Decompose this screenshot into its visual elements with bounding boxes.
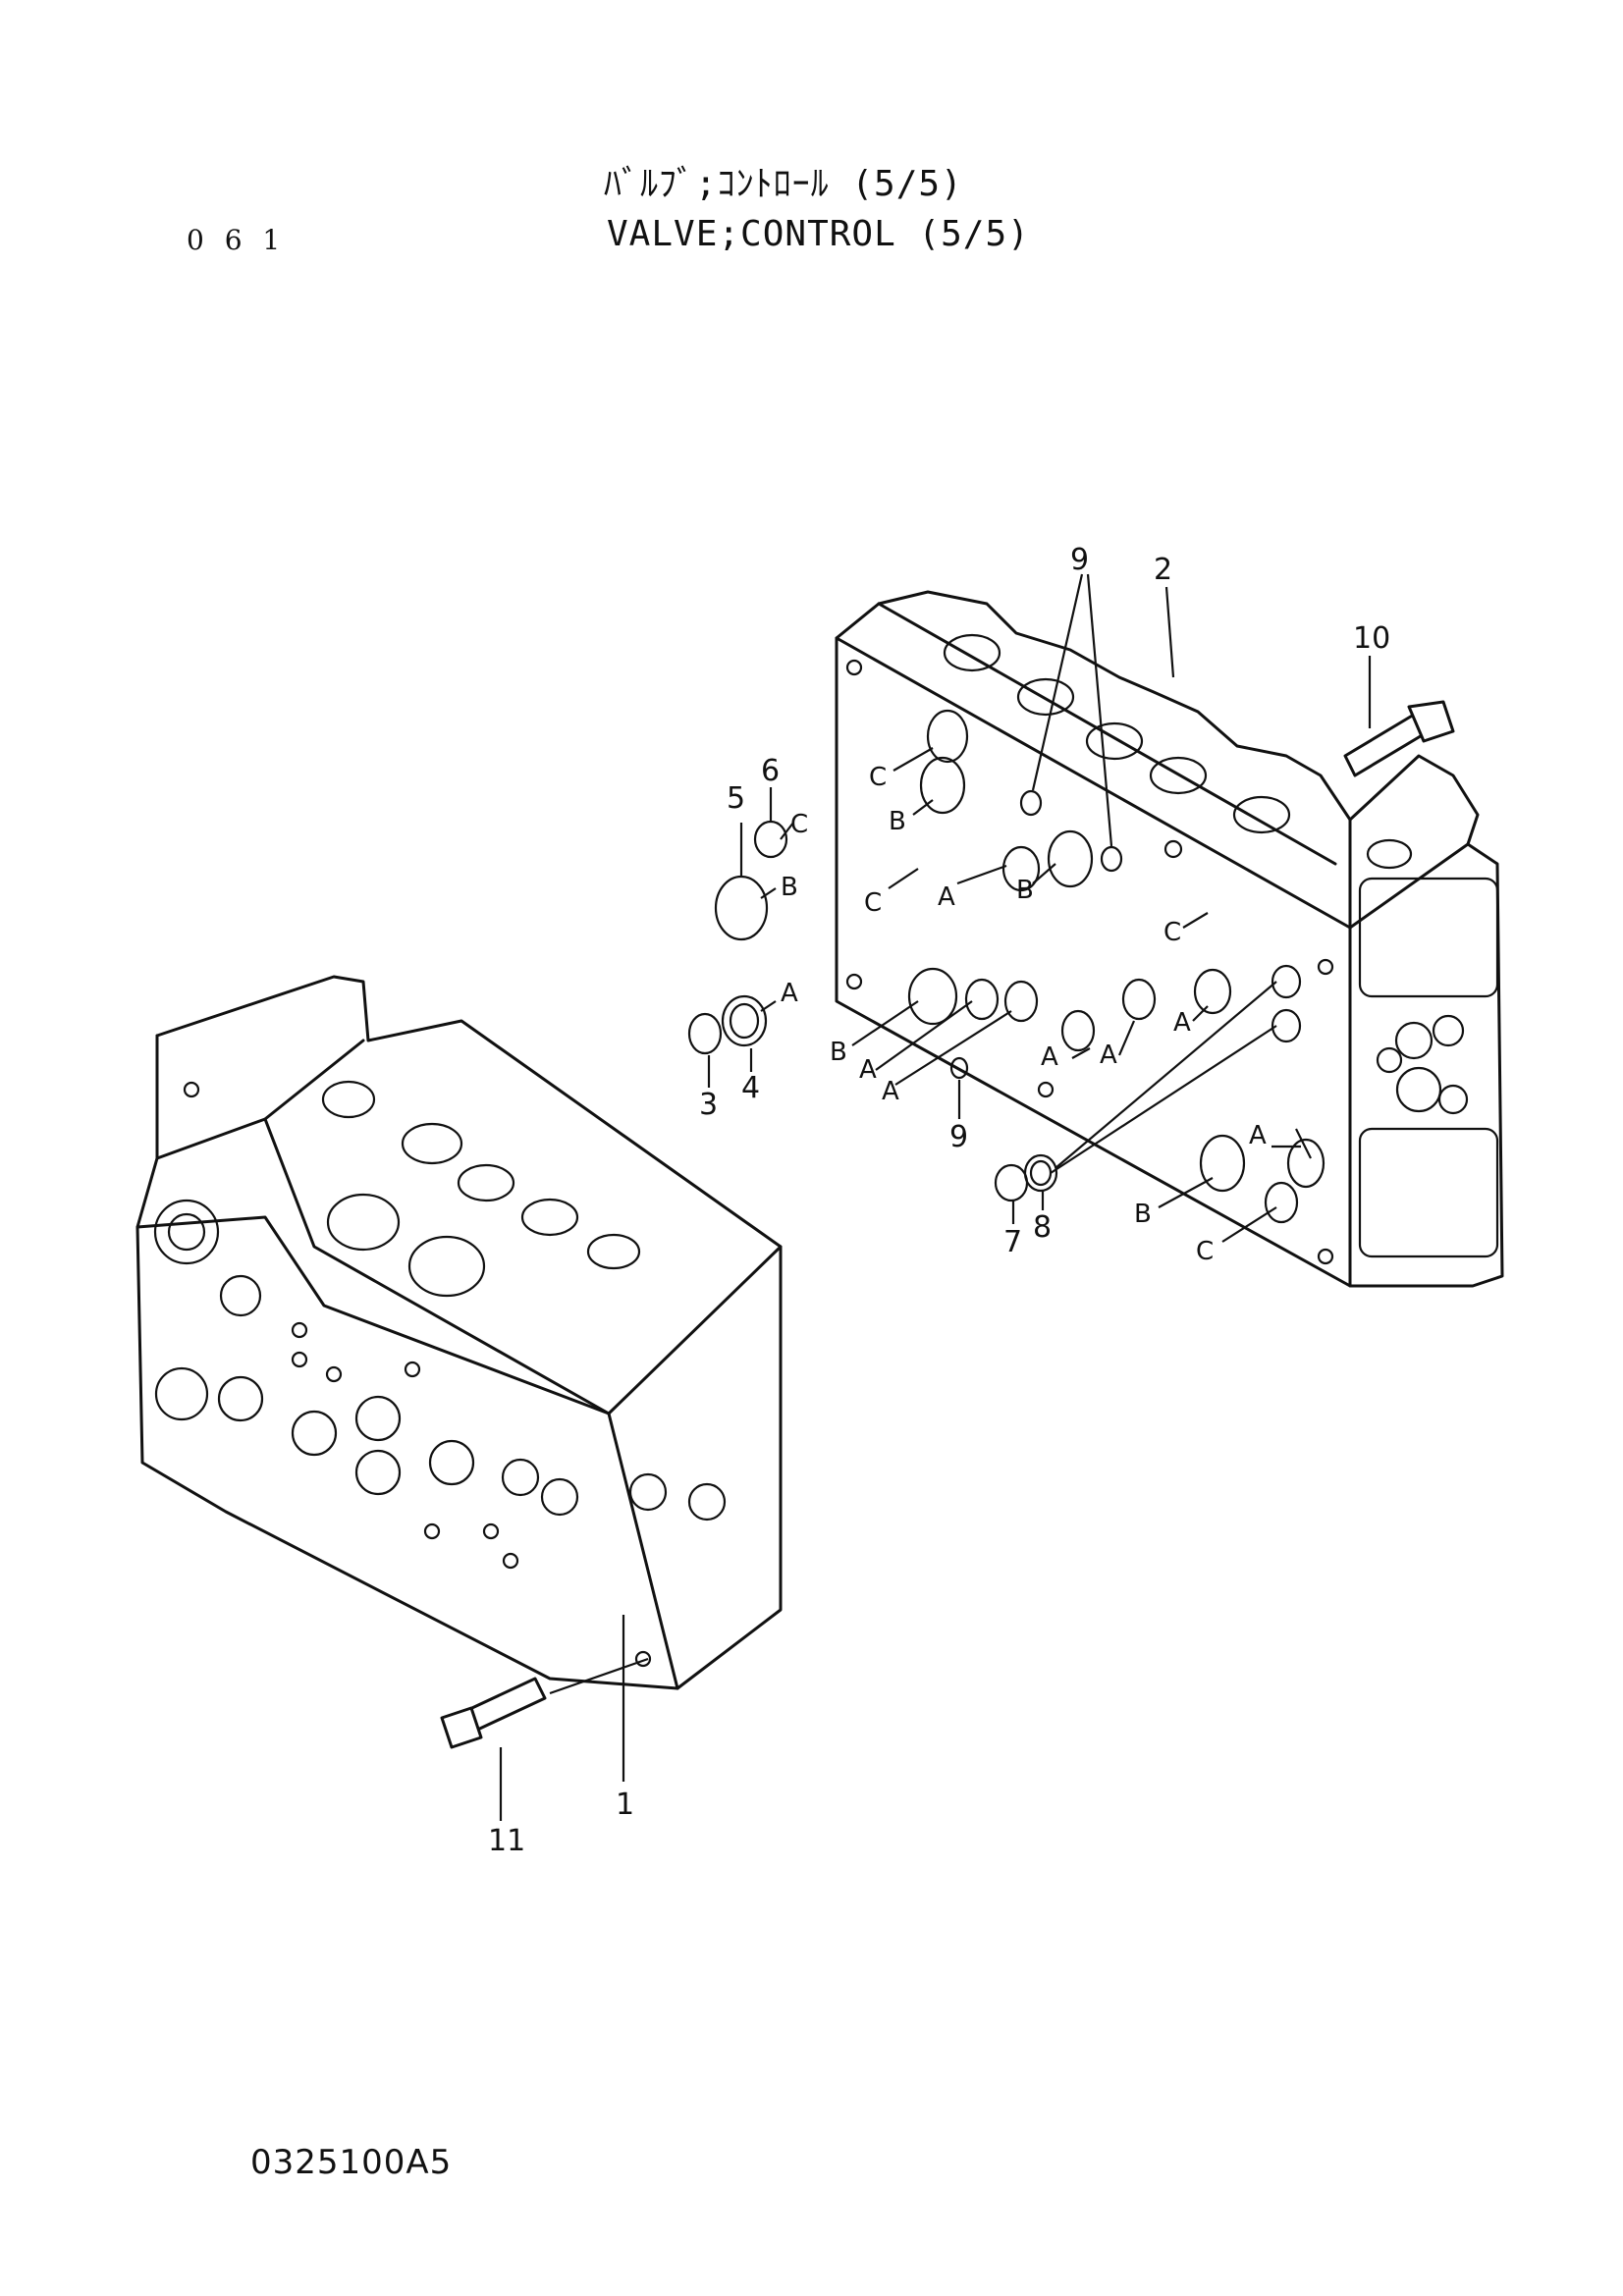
port-label-a: A (859, 1055, 877, 1085)
port-label-a: A (1041, 1042, 1058, 1072)
callout-10: 10 (1353, 621, 1390, 656)
seal-9-lower (949, 1056, 969, 1080)
seal-9-upper-a (1019, 789, 1043, 817)
port-label-b: B (830, 1038, 847, 1067)
port-label-a: A (781, 979, 798, 1008)
callout-11: 11 (488, 1824, 525, 1858)
callout-2: 2 (1154, 553, 1172, 587)
callout-4: 4 (741, 1071, 760, 1105)
callout-6: 6 (761, 754, 780, 788)
port-label-a: A (1173, 1008, 1191, 1038)
seal-7 (994, 1163, 1029, 1202)
bolt-10 (1343, 700, 1455, 777)
port-label-b: B (1134, 1200, 1152, 1229)
callout-1: 1 (616, 1788, 634, 1822)
seal-4 (721, 994, 768, 1047)
callout-7: 7 (1003, 1225, 1022, 1259)
port-label-c: C (864, 888, 882, 918)
callout-8: 8 (1033, 1210, 1052, 1245)
callout-3: 3 (699, 1088, 718, 1122)
port-label-a: A (1100, 1041, 1117, 1070)
seal-5 (714, 875, 769, 941)
valve-block-left (135, 975, 783, 1749)
title-japanese: ﾊﾞﾙﾌﾞ;ｺﾝﾄﾛｰﾙ (5/5) (604, 164, 963, 204)
callout-9-top: 9 (1070, 543, 1089, 577)
callout-numbers: 9 2 10 5 6 3 4 9 7 8 1 11 (488, 543, 1390, 1858)
seal-3 (687, 1012, 723, 1055)
page-number: 0 6 1 (187, 224, 287, 256)
valve-block-right (835, 590, 1504, 1288)
port-label-b: B (781, 873, 798, 902)
port-label-c: C (1163, 918, 1181, 947)
bolt-11 (440, 1677, 547, 1749)
seal-9-upper-b (1100, 845, 1123, 873)
port-label-c: C (1196, 1237, 1214, 1266)
leader-lines (499, 573, 1372, 1821)
port-label-c: C (869, 763, 887, 792)
port-letters: C B C A B C C B A B A A A A A A B C (781, 763, 1267, 1266)
drawing-number: 0325100A5 (250, 2143, 453, 2182)
port-label-a: A (938, 882, 955, 912)
port-label-a: A (1249, 1121, 1267, 1150)
port-label-b: B (889, 807, 906, 836)
title-english: VALVE;CONTROL (5/5) (607, 214, 1030, 254)
port-label-c: C (790, 810, 808, 839)
port-label-a: A (882, 1077, 899, 1106)
callout-5: 5 (727, 781, 745, 816)
callout-9-lower: 9 (949, 1120, 968, 1154)
port-label-b: B (1016, 876, 1034, 905)
